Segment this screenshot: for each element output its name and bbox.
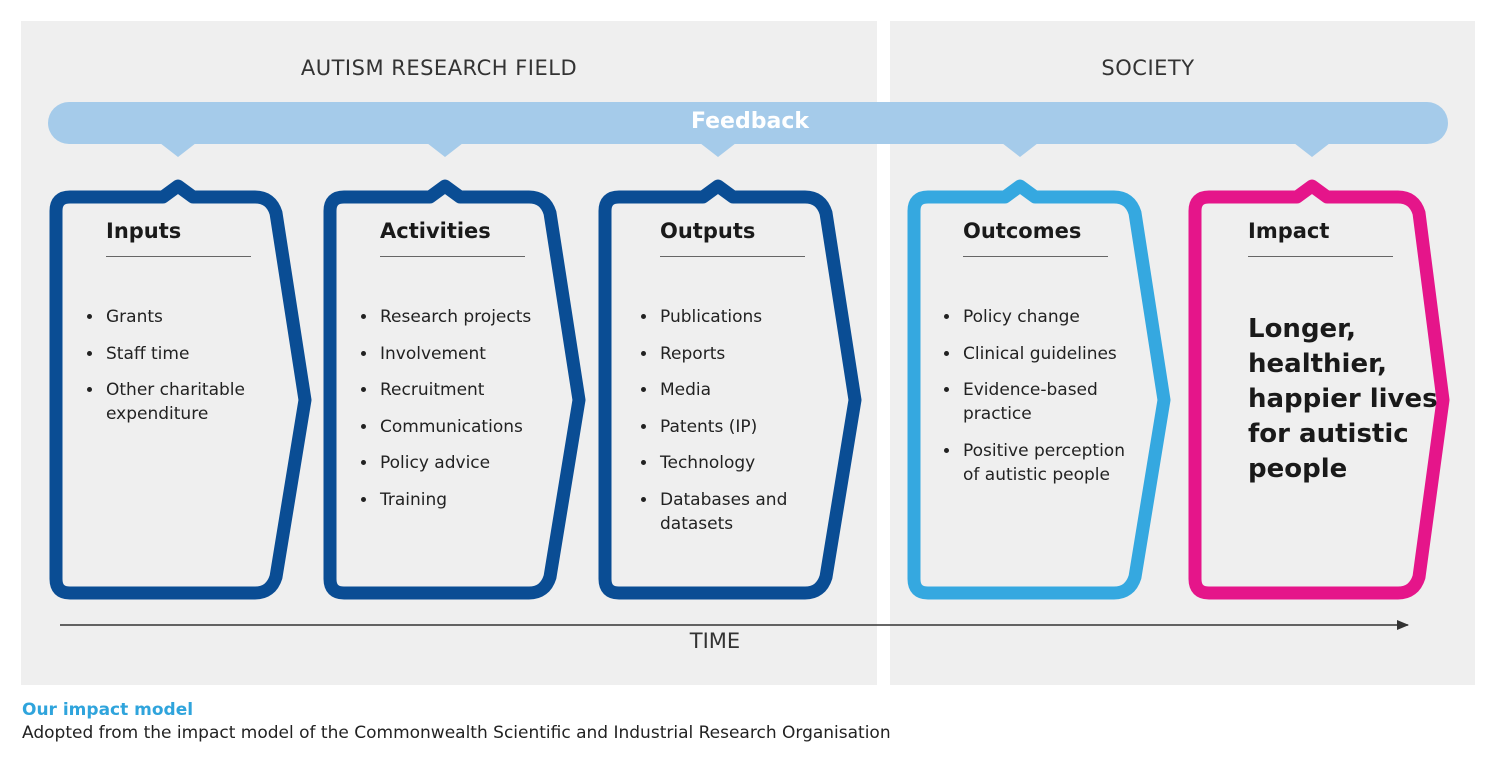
list-item: Recruitment bbox=[360, 378, 560, 402]
list-item: Databases and datasets bbox=[640, 488, 810, 536]
activities-card-outline bbox=[323, 179, 586, 600]
society-heading: SOCIETY bbox=[1101, 56, 1195, 80]
list-item: Reports bbox=[640, 342, 810, 366]
outcomes-card-outline bbox=[907, 179, 1171, 600]
outputs-title-rule bbox=[660, 256, 805, 257]
impact-title-rule bbox=[1248, 256, 1393, 257]
list-item: Involvement bbox=[360, 342, 560, 366]
feedback-notch bbox=[1294, 143, 1330, 157]
feedback-notch bbox=[1002, 143, 1038, 157]
caption-title: Our impact model bbox=[22, 700, 194, 720]
list-item: Policy change bbox=[943, 305, 1138, 329]
list-item: Evidence-based practice bbox=[943, 378, 1138, 426]
list-item: Grants bbox=[86, 305, 271, 329]
feedback-notch bbox=[700, 143, 736, 157]
list-item: Training bbox=[360, 488, 560, 512]
list-item: Staff time bbox=[86, 342, 271, 366]
outcomes-list: Policy change Clinical guidelines Eviden… bbox=[943, 305, 1138, 499]
inputs-title-rule bbox=[106, 256, 251, 257]
feedback-notch bbox=[427, 143, 463, 157]
activities-title: Activities bbox=[380, 219, 491, 243]
list-item: Technology bbox=[640, 451, 810, 475]
impact-statement: Longer, healthier, happier lives for aut… bbox=[1248, 314, 1438, 484]
activities-list: Research projects Involvement Recruitmen… bbox=[360, 305, 560, 524]
outputs-title: Outputs bbox=[660, 219, 756, 243]
outputs-list: Publications Reports Media Patents (IP) … bbox=[640, 305, 810, 548]
feedback-bar bbox=[48, 102, 1448, 157]
outputs-card-outline bbox=[598, 179, 862, 600]
impact-title: Impact bbox=[1248, 219, 1330, 243]
time-label: TIME bbox=[689, 629, 741, 653]
outcomes-title: Outcomes bbox=[963, 219, 1082, 243]
inputs-title: Inputs bbox=[106, 219, 182, 243]
feedback-label: Feedback bbox=[691, 109, 809, 134]
inputs-list: Grants Staff time Other charitable expen… bbox=[86, 305, 271, 439]
list-item: Policy advice bbox=[360, 451, 560, 475]
list-item: Clinical guidelines bbox=[943, 342, 1138, 366]
feedback-notch bbox=[160, 143, 196, 157]
activities-title-rule bbox=[380, 256, 525, 257]
impact-card-outline bbox=[1188, 179, 1450, 600]
list-item: Publications bbox=[640, 305, 810, 329]
list-item: Research projects bbox=[360, 305, 560, 329]
outcomes-title-rule bbox=[963, 256, 1108, 257]
list-item: Media bbox=[640, 378, 810, 402]
list-item: Communications bbox=[360, 415, 560, 439]
inputs-card-outline bbox=[49, 179, 312, 600]
research-field-heading: AUTISM RESEARCH FIELD bbox=[300, 56, 578, 80]
list-item: Other charitable expenditure bbox=[86, 378, 271, 426]
caption-text: Adopted from the impact model of the Com… bbox=[22, 723, 891, 743]
list-item: Positive perception of autistic people bbox=[943, 439, 1138, 487]
list-item: Patents (IP) bbox=[640, 415, 810, 439]
